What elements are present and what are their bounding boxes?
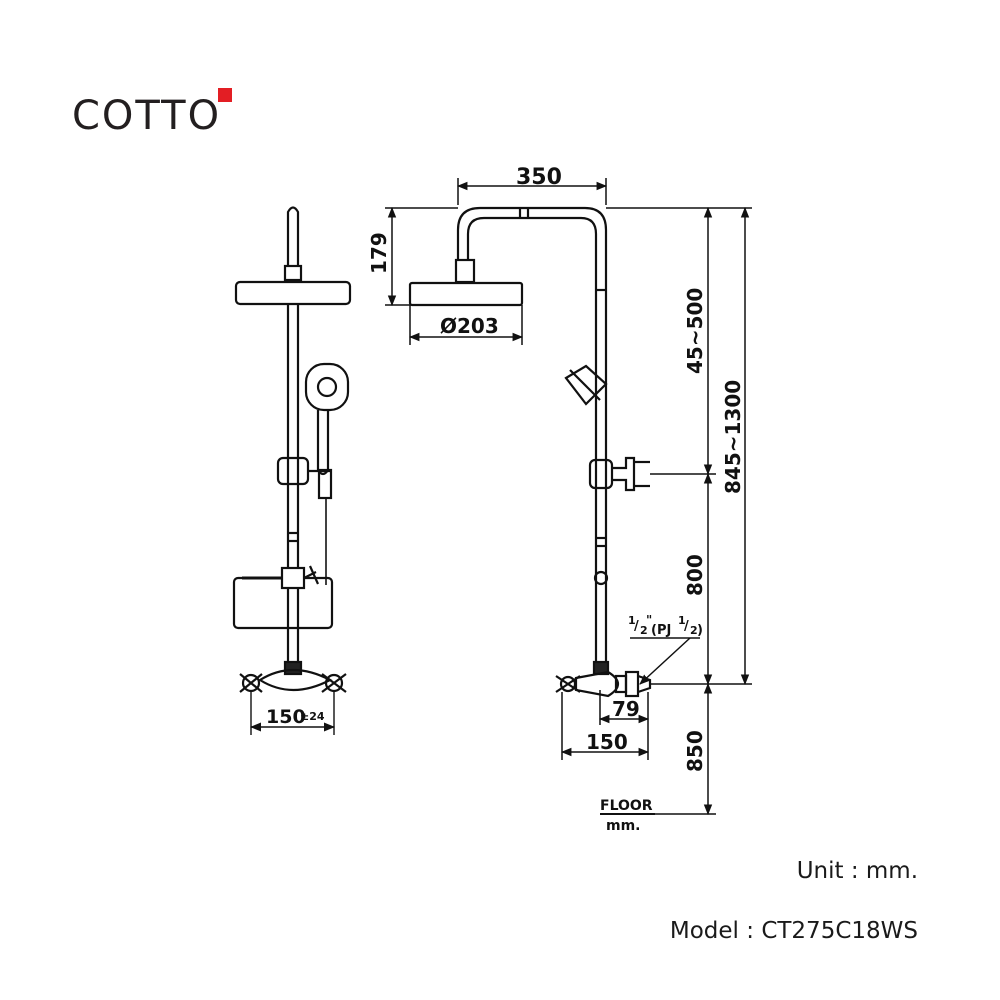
mid-height-label: 800 — [683, 554, 707, 596]
connection-part-e: (PJ — [651, 623, 671, 638]
side-shower-head — [408, 281, 524, 307]
side-slider-bracket — [588, 458, 614, 490]
connection-part-i: ) — [697, 623, 703, 638]
connection-leader — [639, 637, 691, 685]
brand-logo: COTTO — [72, 93, 222, 139]
connection-part-a: 1 — [628, 614, 636, 627]
front-slider-bracket — [276, 456, 310, 486]
floor-label: FLOOR — [600, 798, 653, 814]
front-diverter-knob — [303, 565, 320, 585]
brand-logo-mark — [218, 88, 232, 102]
connection-part-h: 2 — [690, 624, 698, 637]
front-view — [232, 206, 352, 735]
top-width-label: 350 — [516, 165, 562, 190]
front-hand-shower-handle — [316, 410, 330, 476]
side-mixer-body — [574, 670, 620, 698]
arm-range-label: 45~500 — [683, 288, 707, 374]
floor-height-label: 850 — [683, 730, 707, 772]
side-wall-bracket — [612, 456, 636, 492]
connection-label: 1 / 2 " (PJ 1 / 2 ) — [628, 613, 703, 638]
front-shower-head — [234, 280, 352, 306]
front-head-connector — [283, 264, 303, 282]
connection-part-d: " — [646, 613, 652, 627]
total-range-label: 845~1300 — [721, 380, 745, 494]
head-height-label: 179 — [367, 232, 391, 274]
front-riser-top — [286, 206, 300, 266]
connection-part-g: / — [684, 619, 689, 634]
center-tolerance-label: ±24 — [300, 710, 325, 723]
connection-part-c: 2 — [640, 624, 648, 637]
side-hand-shower — [564, 364, 608, 406]
offset-small-label: 79 — [612, 697, 640, 721]
center-distance-label: 150 — [266, 706, 306, 728]
side-overhead-arm — [456, 206, 608, 285]
model-info: Model : CT275C18WS — [669, 918, 918, 944]
floor-unit-label: mm. — [606, 818, 641, 834]
dimension-lines — [385, 178, 752, 816]
connection-part-f: 1 — [678, 614, 686, 627]
head-diameter-label: Ø203 — [440, 314, 499, 338]
front-hand-shower-head — [304, 362, 350, 412]
connection-part-b: / — [634, 619, 639, 634]
offset-large-label: 150 — [586, 730, 628, 754]
side-view — [408, 206, 652, 698]
unit-info: Unit : mm. — [796, 858, 918, 884]
